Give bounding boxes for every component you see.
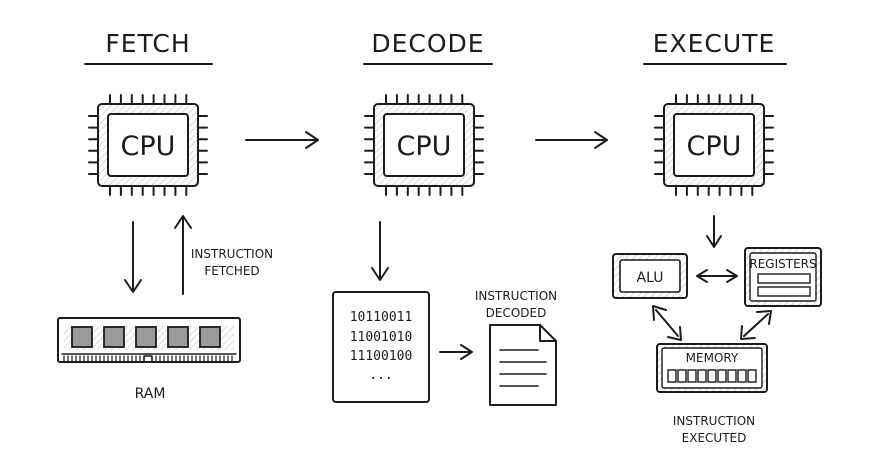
decode-title: DECODE [371, 29, 484, 58]
cpu-chip-icon: CPU [364, 94, 484, 196]
binary-line: 11100100 [350, 349, 413, 364]
arrow-icon [740, 310, 772, 340]
document-icon [489, 324, 557, 406]
arrow-icon [439, 344, 473, 360]
binary-line: 11001010 [350, 330, 413, 345]
cpu-chip-icon: CPU [654, 94, 774, 196]
decode-note-line1: INSTRUCTION [475, 289, 557, 303]
binary-line: 10110011 [350, 310, 413, 325]
alu-box: ALU [612, 253, 688, 299]
arrow-icon [535, 131, 608, 149]
arrow-icon [371, 221, 389, 281]
registers-box: REGISTERS [744, 247, 822, 307]
execute-title: EXECUTE [653, 29, 776, 58]
execute-stage: EXECUTE CPU ALU REGISTERS [612, 29, 822, 445]
arrow-icon [174, 215, 192, 295]
binary-line: ... [369, 368, 392, 383]
arrow-icon [696, 269, 738, 283]
cpu-chip-icon: CPU [88, 94, 208, 196]
fetch-note-line2: FETCHED [204, 264, 259, 278]
execute-note-line2: EXECUTED [682, 431, 747, 445]
arrow-icon [652, 305, 682, 341]
ram-label: RAM [135, 386, 166, 402]
arrow-icon [706, 215, 722, 248]
ram-module-icon [57, 317, 241, 363]
binary-instruction-card: 10110011 11001010 11100100 ... [332, 291, 430, 403]
registers-label: REGISTERS [749, 257, 816, 271]
memory-box: MEMORY [656, 343, 768, 393]
decode-cpu-label: CPU [397, 131, 452, 162]
alu-label: ALU [637, 270, 664, 286]
decode-stage: DECODE CPU 10110011 11001010 11100100 ..… [332, 29, 557, 406]
decode-note-line2: DECODED [486, 306, 547, 320]
fetch-cpu-label: CPU [121, 131, 176, 162]
arrow-icon [124, 221, 142, 293]
fetch-stage: FETCH CPU INSTRUCTION FETCHED [57, 29, 273, 402]
fetch-note-line1: INSTRUCTION [191, 247, 273, 261]
execute-cpu-label: CPU [687, 131, 742, 162]
arrow-icon [245, 131, 319, 149]
fetch-title: FETCH [105, 29, 190, 58]
execute-note-line1: INSTRUCTION [673, 414, 755, 428]
memory-label: MEMORY [686, 351, 739, 365]
